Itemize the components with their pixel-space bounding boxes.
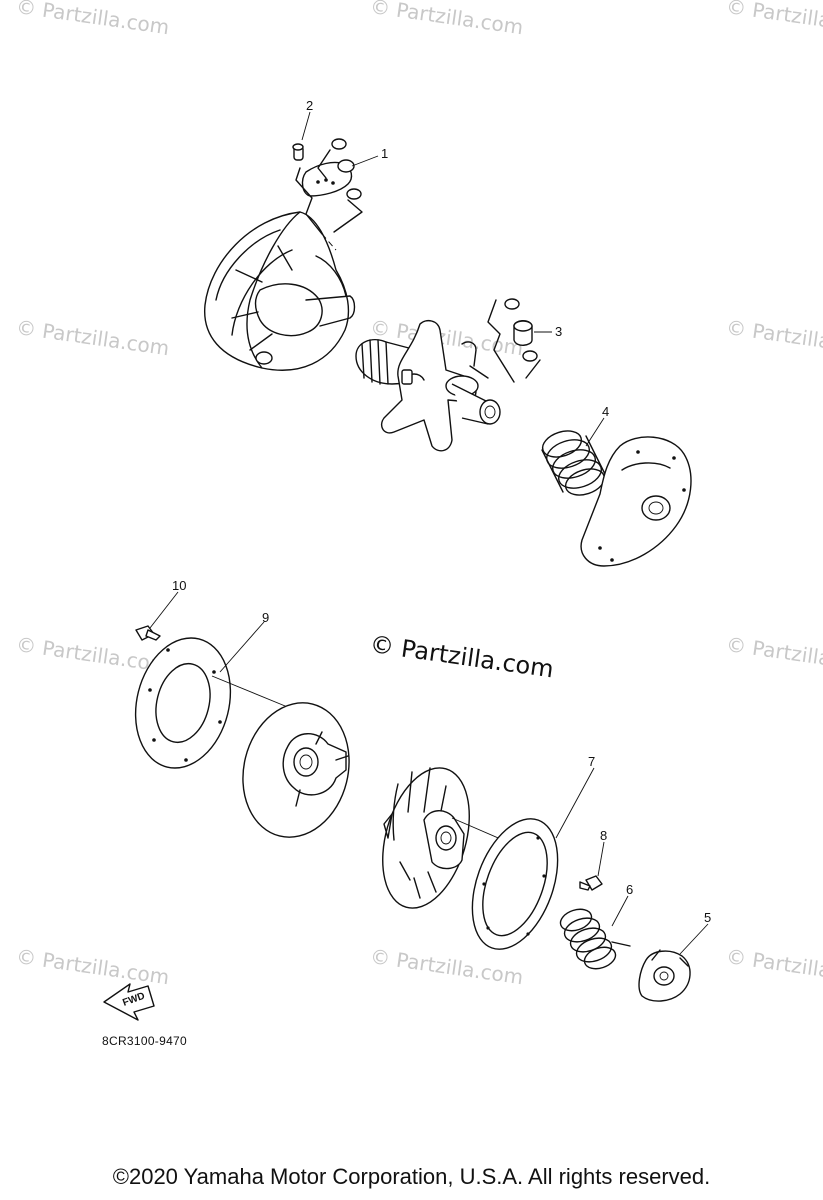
callout-4: 4 <box>602 404 610 419</box>
spider-hub-part <box>355 319 501 452</box>
fwd-arrow-icon: FWD <box>103 983 155 1021</box>
callout-9: 9 <box>262 610 270 625</box>
callout-3: 3 <box>555 324 563 339</box>
copyright-footer: ©2020 Yamaha Motor Corporation, U.S.A. A… <box>112 1164 711 1189</box>
cam-part <box>638 949 691 1002</box>
callout-8: 8 <box>600 828 608 843</box>
fixed-sheave-part <box>204 211 356 371</box>
callout-7: 7 <box>588 754 596 769</box>
callout-1: 1 <box>381 146 389 161</box>
lower-spring-part <box>559 908 631 970</box>
sheave-disc-part <box>242 702 350 838</box>
thin-ring-part <box>471 818 559 950</box>
small-bolt-part <box>579 875 603 891</box>
bolt-part <box>135 625 161 641</box>
callout-6: 6 <box>626 882 634 897</box>
secondary-sheave-part <box>382 767 541 909</box>
callout-5: 5 <box>704 910 712 925</box>
friction-ring-part <box>134 637 291 769</box>
diagram-code: 8CR3100-9470 <box>102 1034 187 1048</box>
callout-10: 10 <box>172 578 187 593</box>
callout-2: 2 <box>306 98 314 113</box>
weight-arm-part <box>292 138 363 251</box>
callout-leaders <box>149 111 709 955</box>
bushing-part <box>487 298 541 383</box>
spring-part <box>541 430 607 496</box>
cover-cap-part <box>580 436 692 567</box>
